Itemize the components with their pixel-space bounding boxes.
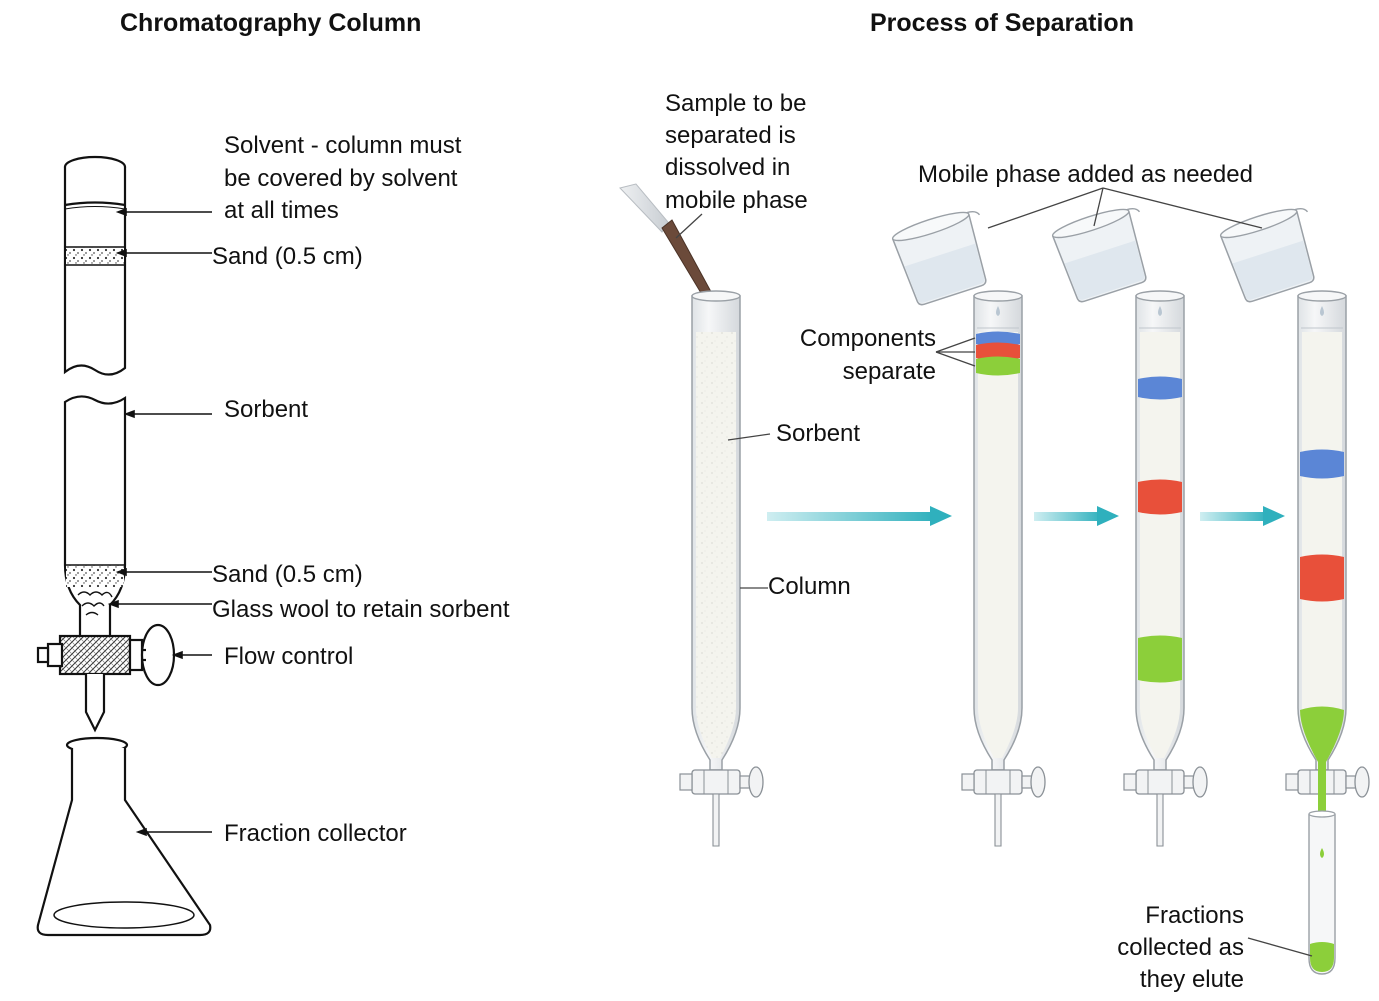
outlet-tip bbox=[84, 674, 106, 733]
label-sand-bottom: Sand (0.5 cm) bbox=[212, 561, 363, 588]
beaker-3 bbox=[1219, 207, 1315, 303]
solvent-drop bbox=[1320, 306, 1324, 316]
label-fractions-line-1: Fractions bbox=[1145, 902, 1244, 929]
label-sample-line-1: Sample to be bbox=[665, 90, 807, 117]
separation-column-4 bbox=[1285, 290, 1370, 847]
collected-fraction bbox=[1310, 942, 1334, 972]
right-panel-title: Process of Separation bbox=[870, 9, 1134, 37]
label-fraction-collector: Fraction collector bbox=[224, 820, 407, 847]
outlet-tube bbox=[994, 793, 1002, 847]
flask-base-ring bbox=[53, 901, 195, 929]
stopcock-handle bbox=[1030, 766, 1046, 798]
beaker-1 bbox=[891, 210, 987, 306]
left-panel-title: Chromatography Column bbox=[120, 9, 422, 37]
upper-column-body bbox=[63, 167, 127, 376]
label-column: Column bbox=[768, 573, 851, 600]
outlet-tube bbox=[712, 793, 720, 847]
label-sorbent-left: Sorbent bbox=[224, 396, 309, 423]
separation-columns bbox=[679, 290, 1370, 975]
stopcock-handle bbox=[748, 766, 764, 798]
stopcock-body bbox=[1135, 769, 1185, 795]
sorbent-bed bbox=[978, 332, 1018, 758]
label-components-line-2: separate bbox=[842, 358, 936, 385]
sorbent-bed bbox=[696, 332, 736, 758]
sand-layer-bottom bbox=[66, 565, 124, 587]
right-leader-lines bbox=[727, 187, 1313, 957]
outlet-tube bbox=[1156, 793, 1164, 847]
column-rim bbox=[1135, 290, 1185, 302]
beaker-2 bbox=[1051, 207, 1147, 303]
band-green bbox=[976, 356, 1020, 376]
label-solvent-line-2: be covered by solvent bbox=[224, 165, 458, 192]
stopcock-handle bbox=[1192, 766, 1208, 798]
label-mobile-phase: Mobile phase added as needed bbox=[918, 161, 1253, 188]
label-fractions-line-3: they elute bbox=[1139, 966, 1244, 993]
separation-column-1 bbox=[679, 290, 764, 847]
solvent-drop bbox=[996, 306, 1000, 316]
band-blue bbox=[1138, 376, 1182, 400]
band-blue bbox=[976, 331, 1020, 347]
label-sample-line-2: separated is bbox=[665, 122, 796, 149]
left-leader-lines bbox=[107, 207, 212, 837]
band-blue bbox=[1300, 449, 1344, 479]
sorbent-bed bbox=[1302, 332, 1342, 758]
stopcock-handle bbox=[1354, 766, 1370, 798]
label-components-line-1: Components bbox=[799, 325, 936, 352]
label-sand-top: Sand (0.5 cm) bbox=[212, 243, 363, 270]
separation-column-2 bbox=[961, 290, 1046, 847]
glass-wool bbox=[77, 591, 113, 616]
band-green-eluting bbox=[1300, 706, 1344, 822]
label-solvent-line-3: at all times bbox=[224, 197, 339, 224]
stopcock-body bbox=[973, 769, 1023, 795]
label-sorbent-right: Sorbent bbox=[776, 420, 861, 447]
collection-test-tube bbox=[1308, 810, 1336, 975]
band-red bbox=[1300, 554, 1344, 602]
erlenmeyer-flask bbox=[36, 748, 212, 937]
mobile-phase-beakers bbox=[891, 207, 1315, 306]
band-red bbox=[976, 342, 1020, 361]
stopcock-body bbox=[58, 634, 132, 676]
column-rim bbox=[1297, 290, 1347, 302]
column-rim bbox=[691, 290, 741, 302]
label-sample-line-4: mobile phase bbox=[665, 187, 808, 214]
separation-column-3 bbox=[1123, 290, 1208, 847]
band-green bbox=[1138, 635, 1182, 683]
label-glass-wool: Glass wool to retain sorbent bbox=[212, 596, 510, 623]
label-sample-line-3: dissolved in bbox=[665, 154, 791, 181]
flow-arrows bbox=[767, 506, 1285, 526]
label-fractions-line-2: collected as bbox=[1117, 934, 1244, 961]
column-rim bbox=[973, 290, 1023, 302]
solvent-drop bbox=[1158, 306, 1162, 316]
stopcock-body bbox=[691, 769, 741, 795]
stopcock-handle bbox=[140, 623, 176, 687]
sand-layer-top bbox=[66, 247, 124, 265]
band-red bbox=[1138, 479, 1182, 515]
solvent-level bbox=[64, 201, 126, 207]
left-column-diagram bbox=[36, 155, 212, 937]
label-flow-control: Flow control bbox=[224, 643, 354, 670]
eluting-drop bbox=[1320, 848, 1324, 858]
label-solvent-line-1: Solvent - column must bbox=[224, 132, 462, 159]
